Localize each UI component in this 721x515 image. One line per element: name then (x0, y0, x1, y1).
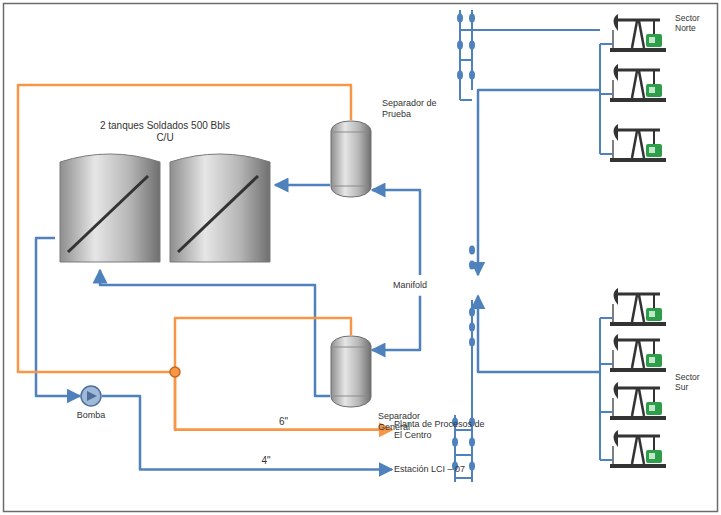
separator-vessel: Separador de Prueba (330, 120, 372, 198)
vessel-outline (330, 335, 372, 408)
oil-line (275, 184, 330, 187)
manifold-label: Manifold (390, 275, 484, 296)
gas-line (175, 318, 392, 430)
pipe-size-label: 4" (259, 455, 272, 466)
vessel-outline (330, 120, 372, 198)
destination-label: Planta de Procesos de El Centro (392, 417, 496, 443)
oil-line (100, 270, 330, 396)
node-text: Bomba (66, 410, 116, 421)
gas-line (18, 85, 392, 430)
node-text: Sector Norte (675, 13, 713, 33)
flowlines (455, 10, 613, 482)
node-text: Sector Sur (675, 372, 713, 392)
oil-line (372, 190, 420, 275)
tank-group: 2 tanques Soldados 500 Bbls C/U (55, 118, 275, 270)
valves (452, 14, 475, 471)
storage-tanks (60, 154, 270, 262)
separator-vessel: Separador General (330, 335, 372, 408)
pump-outline (80, 385, 102, 407)
node-text: 2 tanques Soldados 500 Bbls C/U (90, 120, 240, 144)
node-text: Manifold (390, 275, 484, 296)
well-sector: Sector Norte (600, 5, 716, 170)
frame (4, 4, 718, 512)
oil-line (478, 296, 600, 372)
pipe-size-label: 6" (277, 415, 290, 426)
well-sector: Sector Sur (600, 280, 716, 475)
pumpjacks (610, 14, 666, 468)
destination-label: Estación LCI – 07 (392, 462, 502, 477)
oil-line (372, 296, 420, 350)
node-text: Estación LCI – 07 (392, 462, 502, 477)
pump-symbol: Bomba (80, 385, 102, 407)
gas-junction (170, 367, 180, 377)
node-text: Separador de Prueba (382, 98, 462, 120)
oil-line (478, 90, 600, 275)
node-text: Planta de Procesos de El Centro (392, 417, 496, 443)
